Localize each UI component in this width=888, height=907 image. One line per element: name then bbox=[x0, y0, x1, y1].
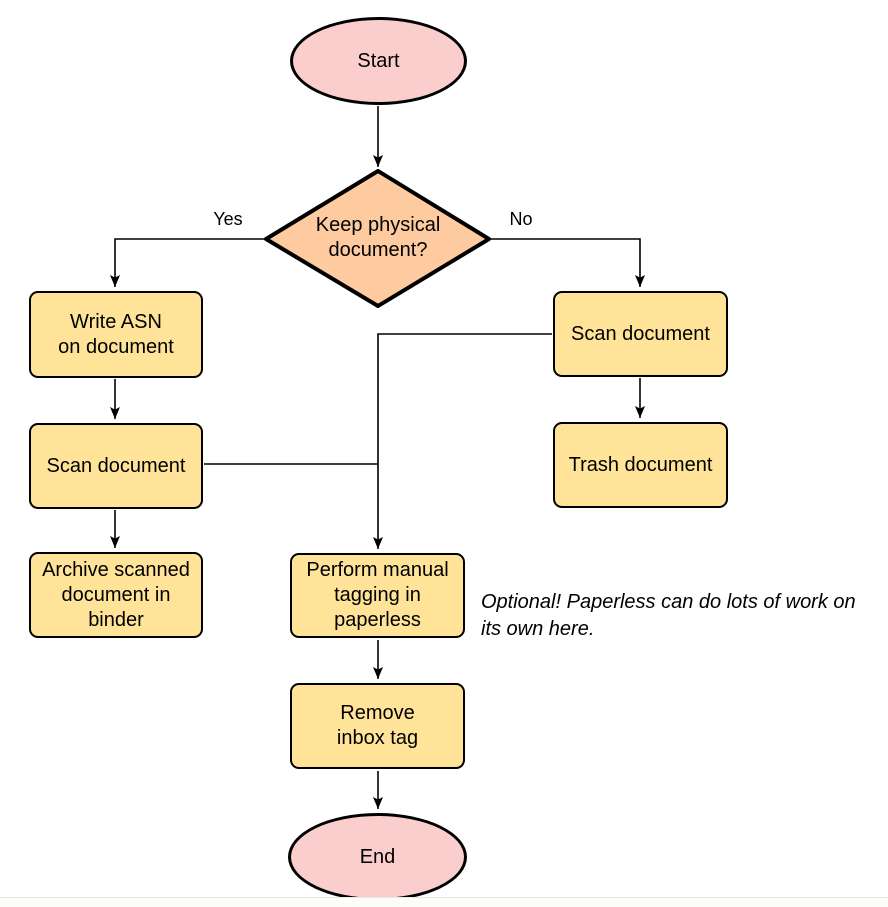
edge-label-no: No bbox=[509, 209, 533, 229]
node-label: Write ASN on document bbox=[58, 310, 174, 358]
node-label: Start bbox=[357, 49, 400, 72]
node-archive-scanned: Archive scanned document in binder bbox=[29, 552, 203, 638]
node-label: Scan document bbox=[46, 454, 186, 477]
node-scan-document-left: Scan document bbox=[29, 423, 203, 509]
node-scan-document-right: Scan document bbox=[553, 291, 728, 377]
edge-label-yes: Yes bbox=[213, 209, 243, 229]
node-perform-tagging: Perform manual tagging in paperless bbox=[290, 553, 465, 638]
node-start: Start bbox=[290, 17, 467, 105]
node-label: Trash document bbox=[568, 453, 713, 476]
node-write-asn: Write ASN on document bbox=[29, 291, 203, 378]
node-label: Remove inbox tag bbox=[336, 702, 419, 749]
node-label: Archive scanned document in binder bbox=[42, 558, 190, 631]
node-decision-label: Keep physical document? bbox=[315, 214, 441, 261]
edge-decision-no-to-scan-right bbox=[489, 238, 645, 287]
node-end: End bbox=[288, 813, 467, 901]
node-label: Perform manual tagging in paperless bbox=[306, 559, 449, 631]
node-label: Scan document bbox=[571, 322, 710, 345]
decision-diamond-shape bbox=[264, 169, 491, 308]
edge-scan-right-to-perform-tagging bbox=[373, 333, 552, 549]
node-trash-document: Trash document bbox=[553, 422, 728, 508]
edge-decision-yes-to-write-asn bbox=[110, 238, 266, 287]
node-label: End bbox=[359, 845, 396, 868]
node-remove-inbox-tag: Remove inbox tag bbox=[290, 683, 465, 769]
canvas-bottom-edge bbox=[0, 897, 888, 907]
annotation-optional-note: Optional! Paperless can do lots of work … bbox=[481, 591, 856, 640]
